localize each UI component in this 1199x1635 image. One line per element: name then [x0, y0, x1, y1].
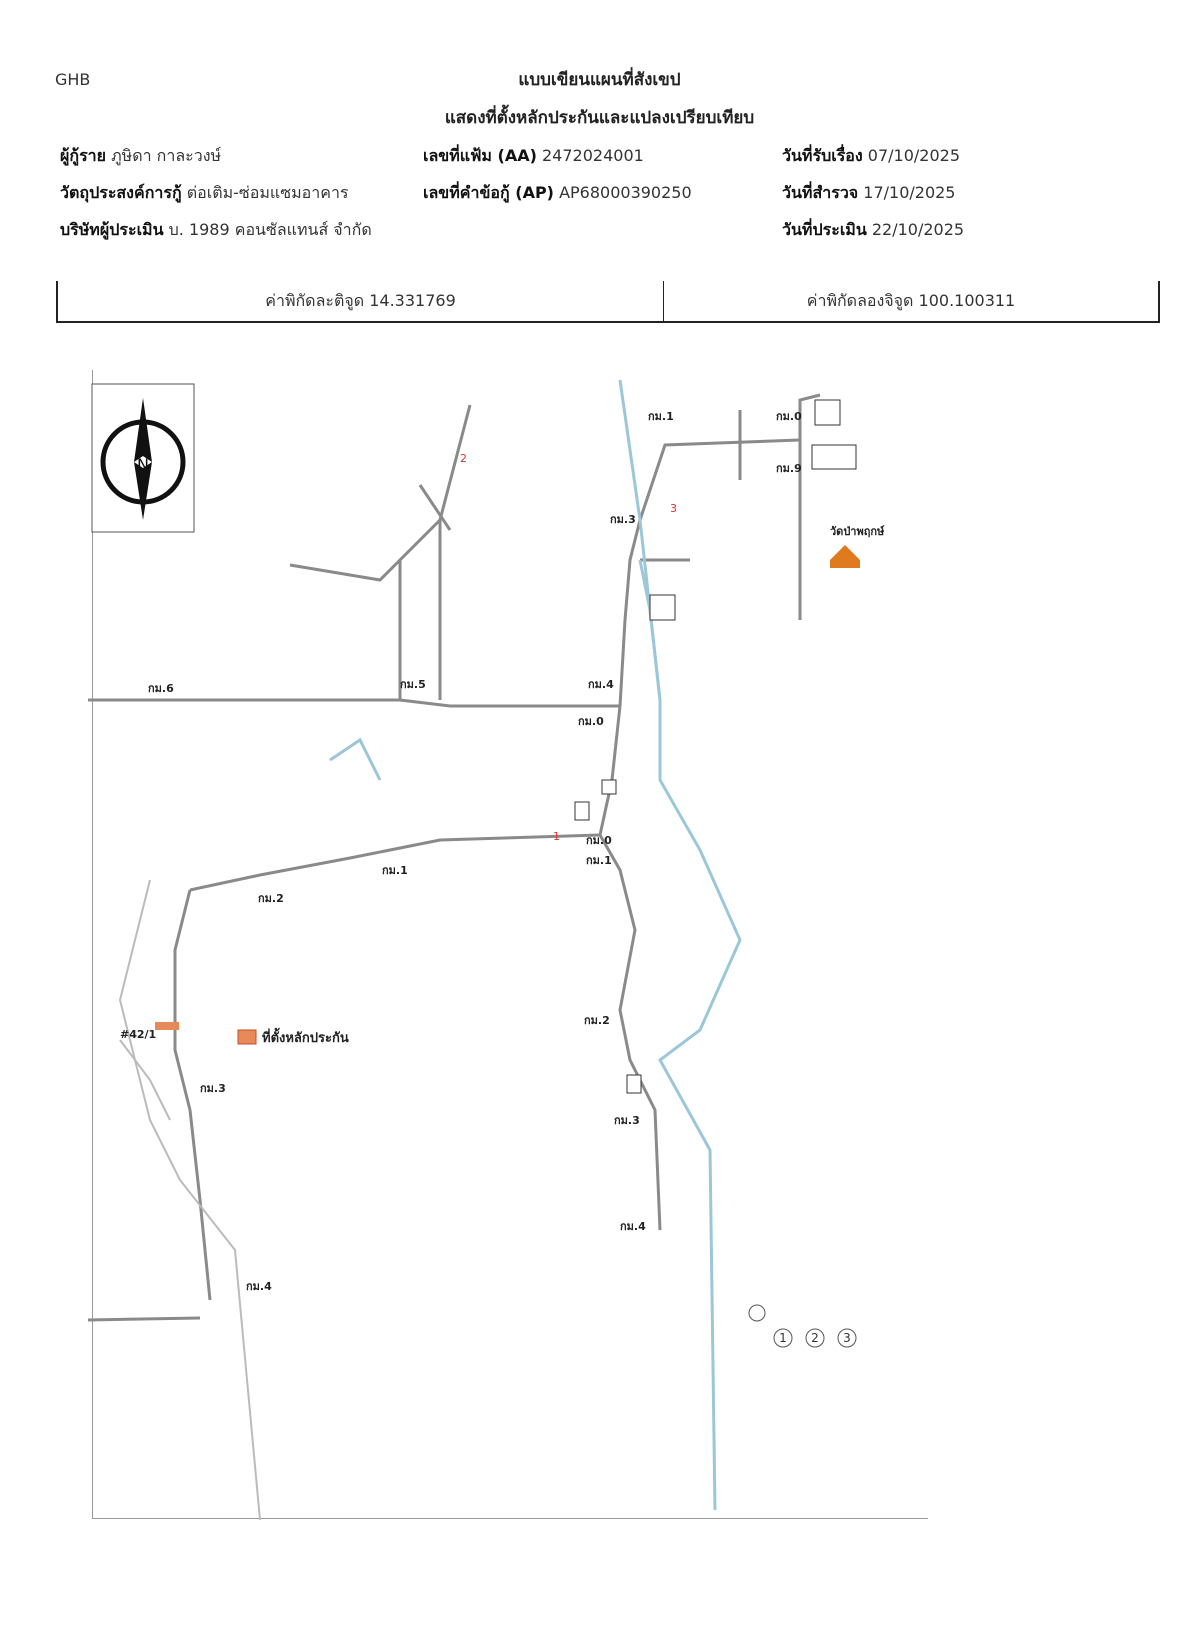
km-label: กม.1 — [586, 854, 612, 867]
km-label: กม.0 — [776, 410, 802, 423]
map-frame — [92, 370, 928, 1519]
km-label: กม.2 — [258, 892, 284, 905]
school-icon — [626, 1074, 642, 1094]
borrower-row: ผู้กู้ราย ภูษิดา กาละวงษ์ — [60, 144, 221, 169]
longitude-value: 100.100311 — [918, 291, 1016, 310]
road-3213 — [189, 833, 601, 892]
file-no-row: เลขที่แฟ้ม (AA) 2472024001 — [423, 144, 644, 169]
road-km5-north — [398, 404, 472, 700]
road-nw — [289, 558, 402, 582]
km-label: กม.1 — [648, 410, 674, 423]
borrower-value: ภูษิดา กาละวงษ์ — [111, 146, 222, 165]
appraiser-label: บริษัทผู้ประเมิน — [60, 220, 164, 239]
comparison-marker: 2 — [460, 452, 467, 465]
km-label: กม.2 — [584, 1014, 610, 1027]
received-date-row: วันที่รับเรื่อง 07/10/2025 — [782, 144, 960, 169]
temple-icon — [830, 545, 860, 568]
longitude-label: ค่าพิกัดลองจิจูด — [806, 291, 914, 310]
building-icon — [649, 594, 676, 621]
km-label: กม.9 — [776, 462, 802, 475]
map-legend: 1 2 3 — [748, 1304, 857, 1348]
building-icon — [814, 399, 841, 426]
compass-icon: N — [91, 383, 195, 533]
page-title: แบบเขียนแผนที่สังเขป — [518, 70, 681, 90]
km-label: กม.4 — [246, 1280, 272, 1293]
borrower-label: ผู้กู้ราย — [60, 146, 107, 165]
road-north — [618, 438, 801, 707]
km-label: กม.3 — [614, 1114, 640, 1127]
coordinates-divider — [663, 281, 664, 321]
road-nw-2 — [418, 484, 452, 531]
survey-date-row: วันที่สำรวจ 17/10/2025 — [782, 181, 955, 206]
km-markers: กม.0 กม.1 กม.9 กม.3 กม.6 กม.5 กม.4 กม.0 … — [148, 410, 802, 1293]
purpose-value: ต่อเติม-ซ่อมแซมอาคาร — [186, 183, 349, 202]
road-main-south — [598, 705, 662, 1231]
appraisal-date-row: วันที่ประเมิน 22/10/2025 — [782, 218, 964, 243]
comparison-markers: 1 2 3 — [460, 452, 677, 843]
plot-number: #42/1 — [120, 1028, 156, 1041]
km-label: กม.3 — [610, 513, 636, 526]
bank-brand: GHB — [55, 70, 91, 89]
north-label: N — [137, 455, 149, 474]
road-south-west — [173, 889, 212, 1301]
river — [329, 379, 742, 1511]
loan-request-value: AP68000390250 — [559, 183, 692, 202]
survey-date-value: 17/10/2025 — [863, 183, 956, 202]
km-label: กม.4 — [588, 678, 614, 691]
purpose-label: วัตถุประสงค์การกู้ — [60, 183, 182, 202]
km-label: กม.6 — [148, 682, 174, 695]
appraiser-row: บริษัทผู้ประเมิน บ. 1989 คอนซัลแทนส์ จำก… — [60, 218, 372, 243]
appraisal-date-value: 22/10/2025 — [871, 220, 965, 239]
received-date-label: วันที่รับเรื่อง — [782, 146, 863, 165]
map-structures — [574, 399, 857, 1094]
comparison-marker: 3 — [670, 502, 677, 515]
appraiser-value: บ. 1989 คอนซัลแทนส์ จำกัด — [168, 220, 372, 239]
road-km6 — [88, 698, 620, 708]
comparison-marker: 1 — [553, 830, 560, 843]
road-bottom-west — [87, 1316, 201, 1322]
km-label: กม.5 — [400, 678, 426, 691]
purpose-row: วัตถุประสงค์การกู้ ต่อเติม-ซ่อมแซมอาคาร — [60, 181, 349, 206]
appraisal-date-label: วันที่ประเมิน — [782, 220, 867, 239]
latitude-cell: ค่าพิกัดละติจูด 14.331769 — [58, 289, 663, 314]
legend-number: 2 — [811, 1331, 819, 1345]
legend-number: 3 — [843, 1331, 851, 1345]
subject-label: ที่ตั้งหลักประกัน — [262, 1027, 349, 1046]
latitude-value: 14.331769 — [369, 291, 456, 310]
km-label: กม.0 — [586, 834, 612, 847]
km-label: กม.0 — [578, 715, 604, 728]
longitude-cell: ค่าพิกัดลองจิจูด 100.100311 — [664, 289, 1158, 314]
page-subtitle: แสดงที่ตั้งหลักประกันและแปลงเปรียบเทียบ — [444, 108, 755, 128]
school-icon — [574, 801, 590, 821]
loan-request-row: เลขที่คำข้อกู้ (AP) AP68000390250 — [423, 181, 692, 206]
road-network — [87, 393, 821, 1322]
km-label: กม.1 — [382, 864, 408, 877]
survey-date-label: วันที่สำรวจ — [782, 183, 859, 202]
road-north-end — [798, 393, 821, 440]
file-no-value: 2472024001 — [542, 146, 644, 165]
subject-location: ที่ตั้งหลักประกัน #42/1 — [120, 1022, 349, 1046]
file-no-label: เลขที่แฟ้ม (AA) — [423, 146, 537, 165]
loan-request-label: เลขที่คำข้อกู้ (AP) — [423, 183, 554, 202]
coordinates-box: ค่าพิกัดละติจูด 14.331769 ค่าพิกัดลองจิจ… — [56, 281, 1160, 323]
km-label: กม.4 — [620, 1220, 646, 1233]
temple-label: วัดป่าพฤกษ์ — [830, 525, 885, 538]
legend-number: 1 — [779, 1331, 787, 1345]
canals — [118, 879, 261, 1521]
km-label: กม.3 — [200, 1082, 226, 1095]
hospital-icon — [601, 779, 617, 795]
latitude-label: ค่าพิกัดละติจูด — [265, 291, 365, 310]
sign-box — [811, 444, 857, 470]
received-date-value: 07/10/2025 — [867, 146, 961, 165]
